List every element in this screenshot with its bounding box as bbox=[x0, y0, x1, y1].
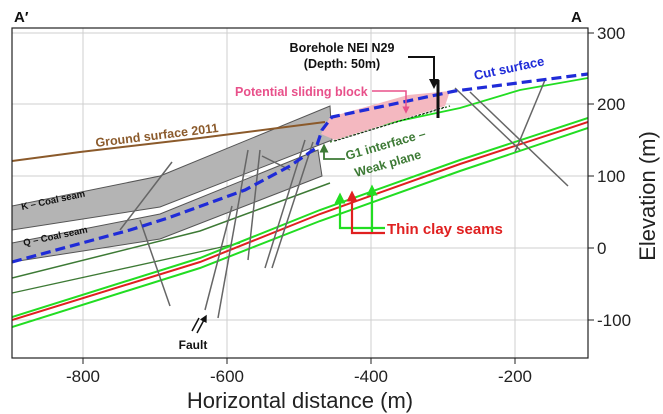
x-tick-label: -400 bbox=[354, 367, 388, 386]
ground-surface-2011 bbox=[12, 121, 326, 162]
k-coal-seam bbox=[12, 105, 333, 231]
clay-seam-green-upper bbox=[12, 117, 588, 318]
clay-seam-green-lower bbox=[12, 127, 588, 328]
cut-surface-line bbox=[12, 72, 588, 264]
y-tick-label: -100 bbox=[597, 311, 631, 330]
sliding-block-label: Potential sliding block bbox=[235, 85, 368, 99]
x-tick-label: -800 bbox=[66, 367, 100, 386]
bedding-line-2 bbox=[12, 242, 241, 294]
borehole-depth-label: (Depth: 50m) bbox=[304, 57, 380, 71]
clay-seam-arrow-middle bbox=[346, 190, 385, 235]
y-tick-label: 200 bbox=[597, 95, 625, 114]
borehole-label: Borehole NEI N29 bbox=[290, 41, 395, 55]
clay-seam-arrow-left bbox=[334, 192, 385, 230]
plot-frame bbox=[11, 27, 589, 359]
section-right-label: A bbox=[571, 9, 582, 26]
ground-surface-label: Ground surface 2011 bbox=[95, 121, 219, 150]
q-coal-seam bbox=[12, 149, 323, 263]
y-axis-title: Elevation (m) bbox=[635, 131, 660, 261]
x-tick-label: -200 bbox=[498, 367, 532, 386]
y-tick-label: 300 bbox=[597, 24, 625, 43]
grid bbox=[12, 28, 588, 358]
x-tick-label: -600 bbox=[210, 367, 244, 386]
cut-surface-label: Cut surface bbox=[473, 53, 546, 83]
sliding-block bbox=[321, 91, 450, 140]
y-tick-label: 100 bbox=[597, 167, 625, 186]
clay-seam-red bbox=[12, 121, 588, 321]
x-axis-title: Horizontal distance (m) bbox=[187, 388, 413, 413]
section-left-label: A′ bbox=[14, 9, 29, 26]
weak-plane-line bbox=[329, 105, 451, 143]
thin-clay-seams-label: Thin clay seams bbox=[387, 221, 503, 238]
sliding-block-arrow bbox=[372, 90, 410, 114]
g1-interface-arrow bbox=[319, 143, 345, 160]
borehole-arrow bbox=[408, 56, 439, 89]
y-tick-label: 0 bbox=[597, 239, 606, 258]
fault-label: Fault bbox=[179, 338, 208, 352]
clay-seam-green-top bbox=[379, 77, 588, 126]
